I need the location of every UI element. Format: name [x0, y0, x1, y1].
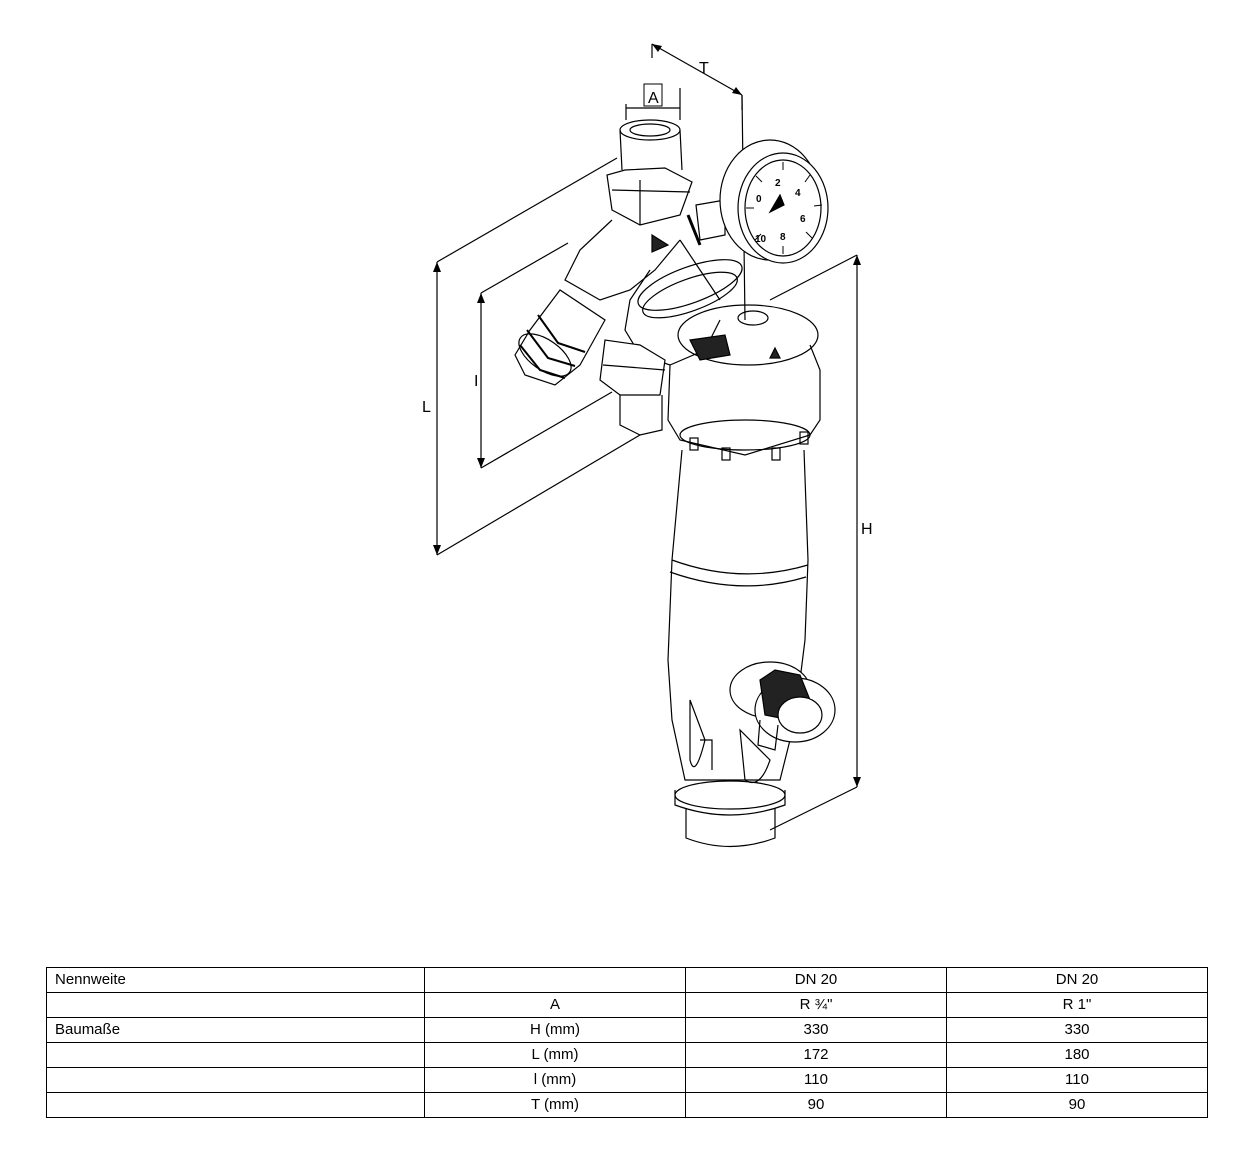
table-cell: DN 20 — [946, 967, 1208, 993]
dimension-arrows — [433, 44, 861, 787]
technical-drawing: A T L I H 0 2 4 6 8 10 — [422, 43, 873, 848]
pressure-gauge — [686, 139, 829, 264]
table-cell — [424, 967, 686, 993]
dim-label-l: L — [422, 399, 431, 416]
table-cell: Nennweite — [46, 967, 425, 993]
valve-body — [564, 219, 721, 301]
table-cell: DN 20 — [685, 967, 947, 993]
table-cell: A — [424, 992, 686, 1018]
table-cell: T (mm) — [424, 1092, 686, 1118]
table-cell: Baumaße — [46, 1017, 425, 1043]
outlet-union-fitting — [599, 339, 666, 436]
bottom-outlet — [674, 780, 786, 848]
table-row: Baumaße H (mm) 330 330 — [46, 1017, 1208, 1043]
table-cell: R 1" — [946, 992, 1208, 1018]
table-cell: 330 — [946, 1017, 1208, 1043]
dimension-lines — [436, 43, 858, 831]
table-cell: 90 — [946, 1092, 1208, 1118]
dim-label-t: T — [699, 60, 709, 77]
table-cell: H (mm) — [424, 1017, 686, 1043]
table-row: A R ¾" R 1" — [46, 992, 1208, 1018]
table-row: T (mm) 90 90 — [46, 1092, 1208, 1118]
table-cell: l (mm) — [424, 1067, 686, 1093]
table-cell: 180 — [946, 1042, 1208, 1068]
filter-bowl — [667, 431, 809, 784]
drain-handwheel — [729, 661, 836, 751]
table-cell: 330 — [685, 1017, 947, 1043]
table-cell: 90 — [685, 1092, 947, 1118]
table-row: L (mm) 172 180 — [46, 1042, 1208, 1068]
filter-head — [624, 259, 821, 456]
dim-label-a: A — [648, 90, 659, 107]
side-cap — [514, 289, 606, 386]
gauge-number: 0 — [756, 194, 762, 205]
table-cell: R ¾" — [685, 992, 947, 1018]
dim-label-i: I — [474, 373, 478, 390]
dimensions-table: Nennweite DN 20 DN 20 A R ¾" R 1" Baumaß… — [46, 967, 1208, 1118]
gauge-number: 4 — [795, 188, 801, 199]
gauge-number: 10 — [755, 234, 767, 245]
table-cell: 110 — [946, 1067, 1208, 1093]
bowl-clips — [689, 431, 809, 461]
table-cell: L (mm) — [424, 1042, 686, 1068]
table-cell — [46, 1092, 425, 1118]
inlet-union-fitting — [606, 119, 693, 226]
table-cell — [46, 1042, 425, 1068]
table-cell: 172 — [685, 1042, 947, 1068]
table-row: l (mm) 110 110 — [46, 1067, 1208, 1093]
gauge-number: 6 — [800, 214, 806, 225]
dim-label-h: H — [861, 521, 873, 538]
table-row: Nennweite DN 20 DN 20 — [46, 967, 1208, 993]
table-cell: 110 — [685, 1067, 947, 1093]
table-cell — [46, 1067, 425, 1093]
gauge-number: 2 — [775, 178, 781, 189]
table-cell — [46, 992, 425, 1018]
gauge-number: 8 — [780, 232, 786, 243]
